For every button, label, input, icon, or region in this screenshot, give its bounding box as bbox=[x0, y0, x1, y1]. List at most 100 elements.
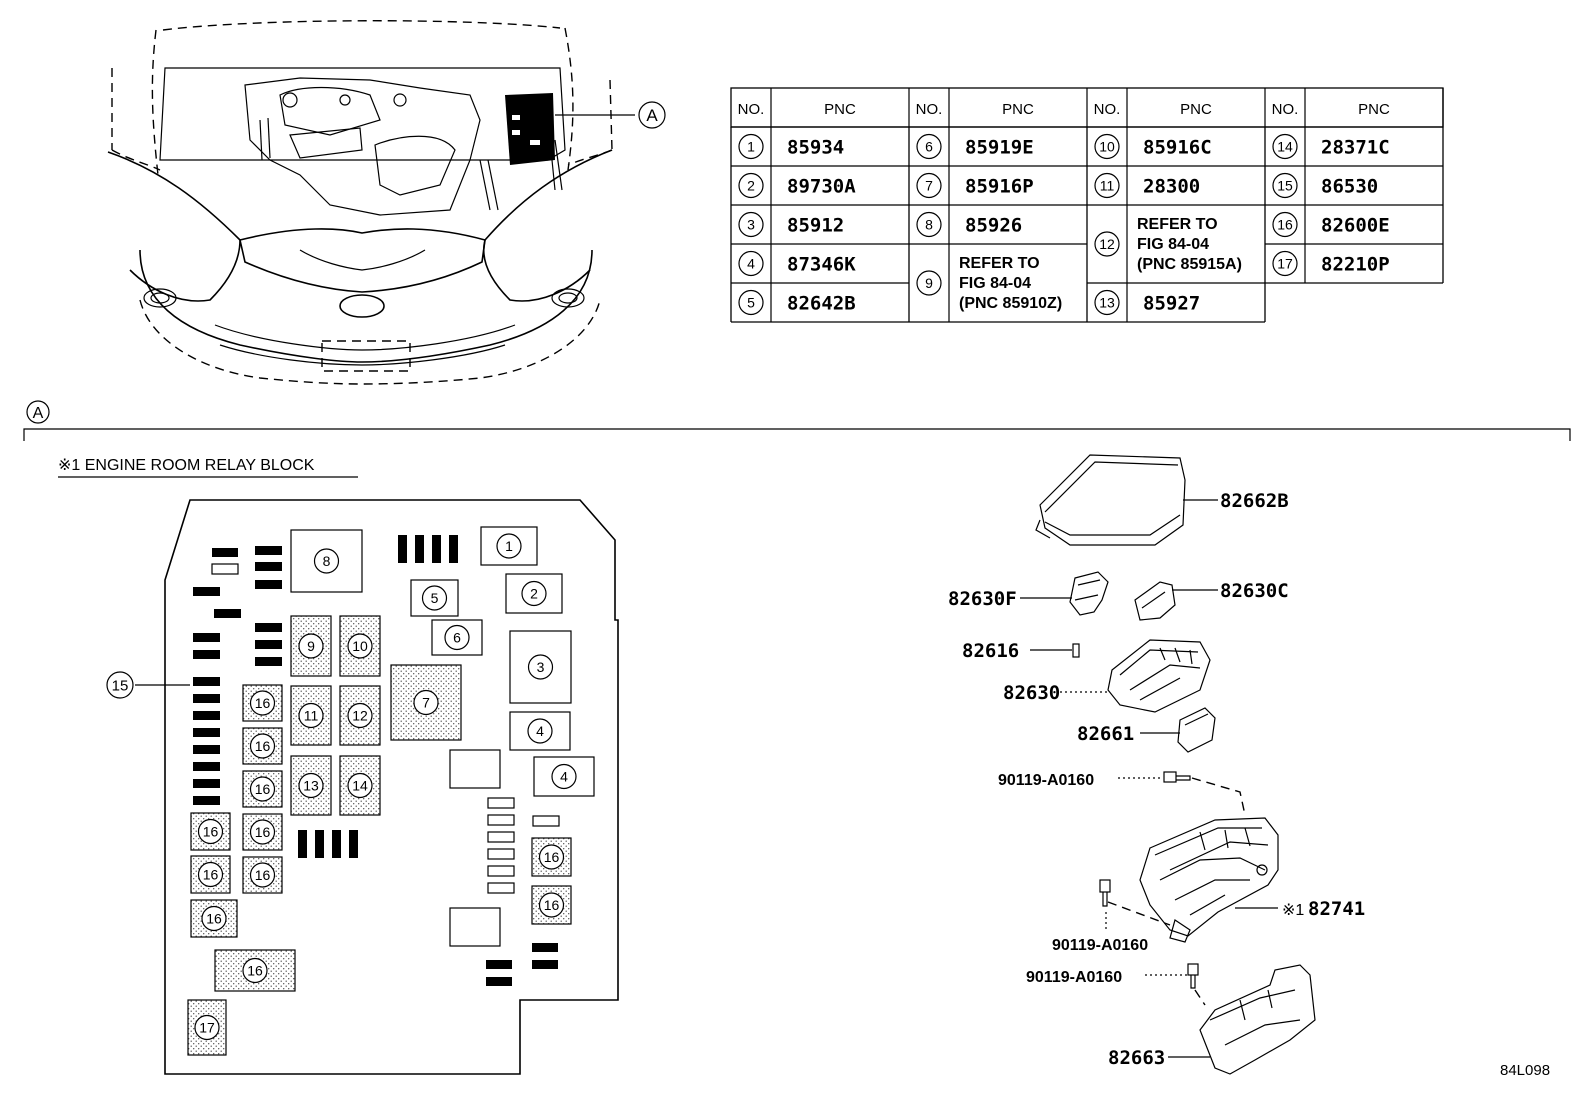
fuse-slot-7 bbox=[532, 815, 560, 827]
table-no-1: 1 bbox=[738, 133, 764, 160]
relay-label-16-19: 16 bbox=[249, 862, 276, 888]
relay-slot-2-2 bbox=[505, 573, 563, 614]
fuse-21 bbox=[486, 960, 512, 969]
svg-text:15: 15 bbox=[1277, 178, 1293, 194]
svg-text:17: 17 bbox=[1277, 256, 1293, 272]
fuse-vertical-1 bbox=[415, 535, 424, 563]
relay-label-16-24: 16 bbox=[538, 892, 565, 918]
svg-text:10: 10 bbox=[352, 638, 368, 654]
fuse-20 bbox=[532, 960, 558, 969]
part-82663-lower-case: 82663 bbox=[1108, 964, 1316, 1075]
fuse-6 bbox=[255, 623, 282, 632]
svg-text:2: 2 bbox=[747, 178, 755, 194]
relay-slot-3-5 bbox=[509, 630, 572, 704]
svg-text:16: 16 bbox=[203, 824, 219, 840]
fuse-slot-4 bbox=[487, 848, 515, 860]
relay-label-16-15: 16 bbox=[249, 690, 276, 716]
table-no-7: 7 bbox=[916, 172, 942, 199]
svg-text:17: 17 bbox=[199, 1020, 215, 1036]
fuse-7 bbox=[255, 640, 282, 649]
fuse-2 bbox=[255, 562, 282, 571]
svg-text:16: 16 bbox=[203, 867, 219, 883]
label-bolt-2: 90119-A0160 bbox=[1052, 937, 1148, 954]
svg-text:10: 10 bbox=[1099, 139, 1115, 155]
fuse-18 bbox=[193, 796, 220, 805]
part-82630-relay-block: 82630 bbox=[1003, 639, 1211, 713]
table-pnc-1: 85934 bbox=[787, 137, 844, 159]
table-no-11: 11 bbox=[1094, 172, 1120, 199]
section-a-label: A bbox=[33, 405, 44, 422]
fuse-8 bbox=[255, 657, 282, 666]
svg-text:12: 12 bbox=[1099, 236, 1115, 252]
relay-label-7-8: 7 bbox=[413, 689, 439, 716]
svg-text:1: 1 bbox=[505, 538, 513, 554]
exploded-parts: 82662B 82630F 82630C 82616 bbox=[948, 454, 1550, 1079]
svg-text:13: 13 bbox=[1099, 295, 1115, 311]
relay-label-16-16: 16 bbox=[249, 733, 276, 759]
svg-text:5: 5 bbox=[431, 590, 439, 606]
fuse-14 bbox=[193, 728, 220, 737]
table-pnc-16: 82600E bbox=[1321, 215, 1390, 237]
table-no-5: 5 bbox=[738, 289, 764, 316]
part-82630c-bracket: 82630C bbox=[1134, 580, 1289, 621]
relay-label-17-26: 17 bbox=[194, 1014, 220, 1041]
table-no-9: 9 bbox=[916, 270, 942, 296]
relay-label-4-11: 4 bbox=[527, 718, 553, 744]
svg-text:15: 15 bbox=[112, 677, 129, 694]
fuse-vertical-5 bbox=[315, 830, 324, 858]
svg-text:16: 16 bbox=[544, 897, 560, 913]
part-bolt-3: 90119-A0160 bbox=[1026, 963, 1206, 1006]
relay-slot-4-11 bbox=[509, 711, 571, 751]
callout-a-circle bbox=[638, 101, 666, 129]
svg-text:16: 16 bbox=[247, 963, 263, 979]
table-pnc-15: 86530 bbox=[1321, 176, 1378, 198]
relay-slot-5-3 bbox=[410, 579, 459, 617]
relay-empty-slot-1 bbox=[449, 907, 501, 947]
table-pnc-14: 28371C bbox=[1321, 137, 1390, 159]
svg-text:16: 16 bbox=[206, 911, 222, 927]
fuse-slot-5 bbox=[487, 865, 515, 877]
table-no-12: 12 bbox=[1094, 231, 1120, 257]
relay-label-16-17: 16 bbox=[249, 776, 276, 802]
table-pnc-6: 85919E bbox=[965, 137, 1034, 159]
svg-text:16: 16 bbox=[255, 867, 271, 883]
table-no-17: 17 bbox=[1272, 250, 1298, 277]
svg-text:REFER TO: REFER TO bbox=[1137, 216, 1218, 233]
relay-label-3-5: 3 bbox=[527, 654, 554, 680]
relay-label-12-10: 12 bbox=[347, 702, 373, 729]
svg-text:7: 7 bbox=[422, 695, 430, 711]
table-header-pnc: PNC bbox=[1358, 101, 1390, 118]
relay-slot-8-0 bbox=[290, 529, 363, 593]
svg-text:2: 2 bbox=[530, 586, 538, 602]
label-82630f: 82630F bbox=[948, 588, 1017, 610]
svg-text:6: 6 bbox=[925, 139, 933, 155]
fuse-4 bbox=[193, 587, 220, 596]
table-pnc-4: 87346K bbox=[787, 254, 856, 276]
part-82741-housing: ※1 82741 bbox=[1139, 817, 1365, 943]
fuse-vertical-6 bbox=[332, 830, 341, 858]
fuse-slot-0 bbox=[211, 563, 239, 575]
figure-code: 84L098 bbox=[1500, 1062, 1550, 1079]
svg-text:9: 9 bbox=[307, 638, 315, 654]
table-no-15: 15 bbox=[1272, 172, 1298, 199]
svg-text:7: 7 bbox=[925, 178, 933, 194]
part-82616-clip: 82616 bbox=[962, 640, 1080, 662]
svg-text:16: 16 bbox=[544, 849, 560, 865]
fuse-12 bbox=[193, 694, 220, 703]
table-header-pnc: PNC bbox=[824, 101, 856, 118]
relay-label-16-25: 16 bbox=[242, 957, 268, 984]
relay-label-16-23: 16 bbox=[538, 844, 565, 870]
relay-label-6-4: 6 bbox=[444, 624, 470, 651]
fuse-22 bbox=[486, 977, 512, 986]
svg-text:8: 8 bbox=[323, 553, 331, 569]
label-bolt-1: 90119-A0160 bbox=[998, 772, 1094, 789]
fuse-slot-6 bbox=[487, 882, 515, 894]
table-pnc-11: 28300 bbox=[1143, 176, 1200, 198]
svg-text:FIG 84-04: FIG 84-04 bbox=[1137, 236, 1209, 253]
svg-text:16: 16 bbox=[255, 738, 271, 754]
relay-label-16-20: 16 bbox=[197, 818, 224, 845]
section-a-circle bbox=[26, 400, 50, 424]
fuse-vertical-4 bbox=[298, 830, 307, 858]
svg-text:11: 11 bbox=[1100, 178, 1115, 194]
